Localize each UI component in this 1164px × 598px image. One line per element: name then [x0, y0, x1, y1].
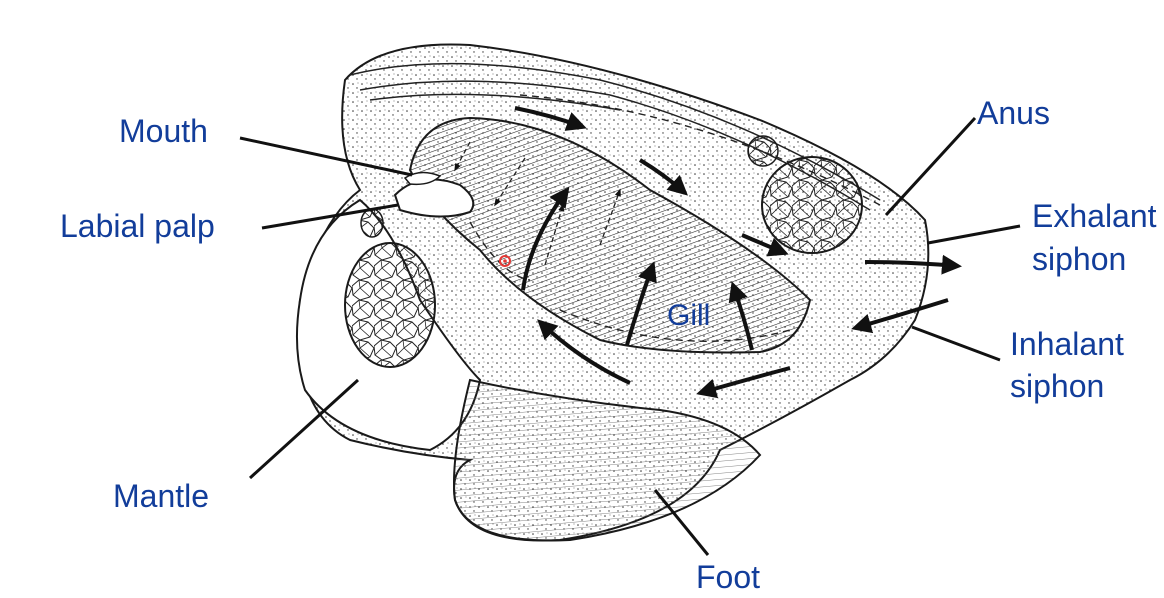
flow-arrow [537, 319, 631, 385]
posterior-adductor [761, 156, 863, 254]
label-exhalant-siphon-line1: Exhalant [1032, 198, 1157, 234]
pointer-dot [499, 255, 511, 267]
flow-arrow-exhalant [864, 254, 962, 275]
labial-palp-shape [393, 178, 475, 218]
leader-line-mouth [239, 136, 413, 177]
small-flow-arrow [454, 141, 471, 172]
small-flow-arrow [599, 188, 621, 246]
small-muscle-left [360, 208, 384, 238]
small-muscle-right [747, 135, 779, 167]
label-anus: Anus [977, 95, 1050, 131]
label-exhalant-siphon-line2: siphon [1032, 241, 1127, 277]
leader-line-foot [653, 489, 710, 556]
label-inhalant-siphon-line1: Inhalant [1010, 326, 1124, 362]
label-foot: Foot [696, 559, 761, 595]
leader-line-anus [884, 116, 977, 217]
leader-line-labial-palp [261, 203, 399, 230]
leader-line-mantle [248, 378, 360, 480]
flow-arrow [728, 281, 754, 351]
small-flow-arrow [494, 157, 526, 207]
label-mantle: Mantle [113, 478, 210, 514]
gill-shape [408, 116, 812, 354]
mouth-shape [403, 171, 442, 186]
label-mouth: Mouth [119, 113, 208, 149]
anterior-adductor [344, 242, 436, 368]
pointer-dot-center [503, 259, 507, 263]
flow-arrow [625, 261, 657, 346]
flow-arrow [741, 233, 789, 257]
label-gill: Gill [667, 299, 711, 332]
label-labial-palp: Labial palp [60, 208, 215, 244]
leader-line-exhalant [927, 224, 1021, 245]
flow-arrow [521, 186, 570, 291]
flow-arrow-inhalant [851, 298, 949, 334]
label-inhalant-siphon-line2: siphon [1010, 368, 1105, 404]
flow-arrow [638, 158, 688, 196]
small-flow-arrow [544, 203, 565, 266]
flow-arrow [514, 106, 587, 131]
foot-shape [453, 378, 762, 542]
leader-line-inhalant [911, 325, 1001, 362]
flow-arrow [696, 366, 791, 399]
